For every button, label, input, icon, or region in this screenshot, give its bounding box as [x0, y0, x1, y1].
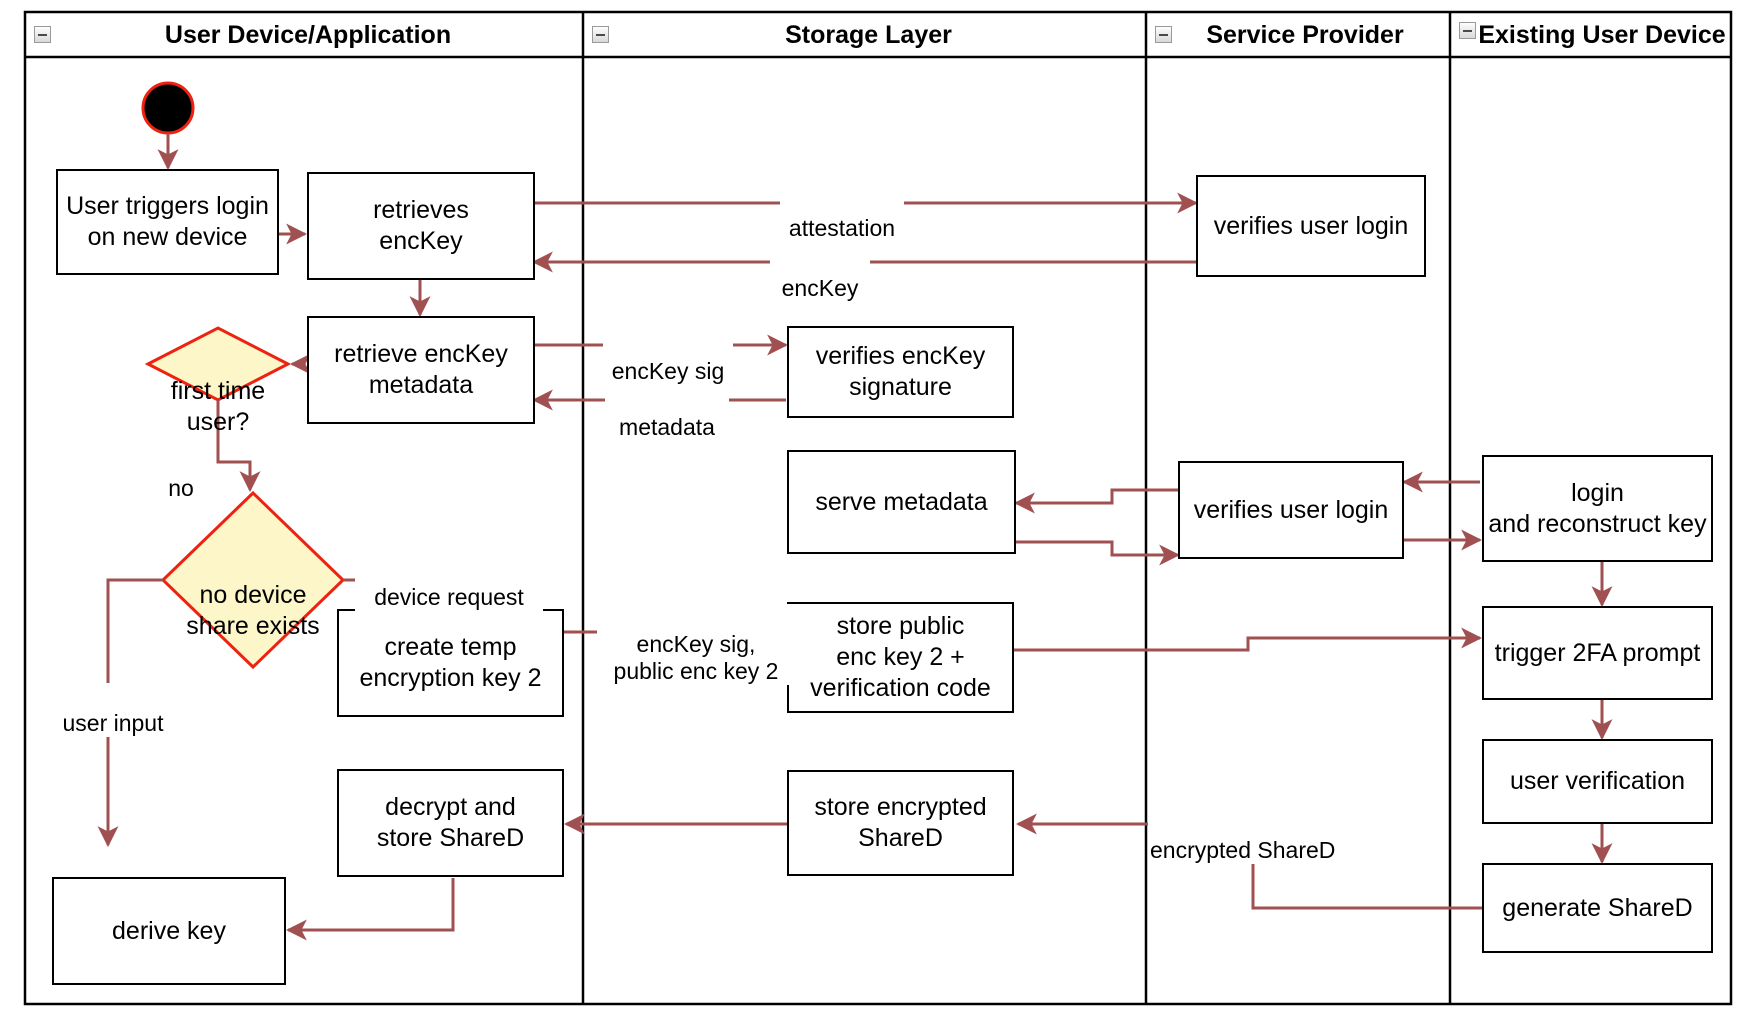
- node-derive-key[interactable]: derive key: [52, 877, 286, 985]
- node-label: serve metadata: [815, 487, 988, 516]
- node-generate-shared[interactable]: generate ShareD: [1482, 863, 1713, 953]
- node-label: verifies encKey signature: [815, 342, 986, 401]
- node-label: retrieve encKey metadata: [334, 340, 508, 399]
- node-label: derive key: [112, 916, 226, 945]
- decision-no-device-share-exists: [160, 490, 346, 670]
- node-verifies-user-login-2[interactable]: verifies user login: [1178, 461, 1404, 559]
- edge-label-device-request: device request: [355, 557, 543, 611]
- edge-label-metadata: metadata: [605, 387, 729, 441]
- lane-header-user-device: User Device/Application: [48, 16, 568, 54]
- node-label: store encrypted ShareD: [814, 793, 987, 852]
- node-label: store public enc key 2 + verification co…: [810, 612, 991, 702]
- node-decrypt-and-store-shared[interactable]: decrypt and store ShareD: [337, 769, 564, 877]
- node-trigger-2fa-prompt[interactable]: trigger 2FA prompt: [1482, 606, 1713, 700]
- edge-text: device request: [374, 584, 524, 610]
- edge-label-encrypted-shared: encrypted ShareD: [1148, 810, 1352, 864]
- collapse-minus-icon-existing-user-device[interactable]: [1459, 22, 1476, 39]
- edge-label-attestation: attestation: [780, 188, 904, 242]
- node-user-verification[interactable]: user verification: [1482, 739, 1713, 824]
- edge-text: attestation: [788, 215, 896, 241]
- edge-text: encrypted ShareD: [1150, 837, 1336, 863]
- edge-text: encKey sig, public enc key 2: [613, 631, 779, 684]
- lane-title-label: Existing User Device: [1478, 21, 1726, 49]
- lane-header-storage-layer: Storage Layer: [606, 16, 1131, 54]
- node-label: verifies user login: [1193, 495, 1389, 524]
- node-verifies-enckey-signature[interactable]: verifies encKey signature: [787, 326, 1014, 418]
- swimlane-frame: [23, 10, 1733, 1006]
- edge-label-enckey-sig-public-enc-key-2: encKey sig, public enc key 2: [597, 604, 795, 685]
- edge-text: encKey: [781, 275, 859, 301]
- edge-text: no: [168, 475, 194, 501]
- node-label: verifies user login: [1213, 211, 1409, 240]
- node-verifies-user-login-1[interactable]: verifies user login: [1196, 175, 1426, 277]
- node-label: retrieves encKey: [373, 196, 469, 255]
- node-serve-metadata[interactable]: serve metadata: [787, 450, 1016, 554]
- node-store-public-enc-key-2[interactable]: store public enc key 2 + verification co…: [787, 602, 1014, 713]
- node-login-and-reconstruct-key[interactable]: login and reconstruct key: [1482, 455, 1713, 562]
- node-label: generate ShareD: [1502, 893, 1693, 922]
- collapse-minus-icon-storage-layer[interactable]: [592, 26, 609, 43]
- node-label: User triggers login on new device: [66, 192, 269, 251]
- edge-label-no: no: [157, 448, 205, 502]
- edge-label-enckey-sig: encKey sig: [603, 331, 733, 385]
- lane-title-label: Storage Layer: [785, 21, 952, 49]
- node-label: login and reconstruct key: [1488, 478, 1707, 538]
- edge-text: encKey sig: [611, 358, 725, 384]
- node-label: trigger 2FA prompt: [1494, 638, 1701, 667]
- node-user-triggers-login[interactable]: User triggers login on new device: [56, 169, 279, 275]
- node-retrieves-enckey[interactable]: retrieves encKey: [307, 172, 535, 280]
- collapse-minus-icon-user-device[interactable]: [34, 26, 51, 43]
- start-node: [141, 81, 195, 135]
- lane-title-label: Service Provider: [1206, 21, 1404, 49]
- lane-header-service-provider: Service Provider: [1169, 16, 1441, 54]
- node-retrieve-enckey-metadata[interactable]: retrieve encKey metadata: [307, 316, 535, 424]
- node-label: user verification: [1509, 767, 1686, 795]
- node-label: create temp encryption key 2: [359, 633, 542, 692]
- collapse-minus-icon-service-provider[interactable]: [1155, 26, 1172, 43]
- lane-header-existing-user-device: Existing User Device: [1474, 16, 1730, 54]
- edge-label-enckey: encKey: [770, 248, 870, 302]
- edge-label-user-input: user input: [50, 683, 176, 737]
- edge-text: user input: [62, 710, 164, 736]
- node-store-encrypted-shared[interactable]: store encrypted ShareD: [787, 770, 1014, 876]
- decision-first-time-user: [144, 326, 292, 402]
- node-label: decrypt and store ShareD: [376, 793, 525, 852]
- node-create-temp-encryption-key-2[interactable]: create temp encryption key 2: [337, 609, 564, 717]
- lane-title-label: User Device/Application: [164, 21, 452, 49]
- edge-text: metadata: [619, 414, 715, 440]
